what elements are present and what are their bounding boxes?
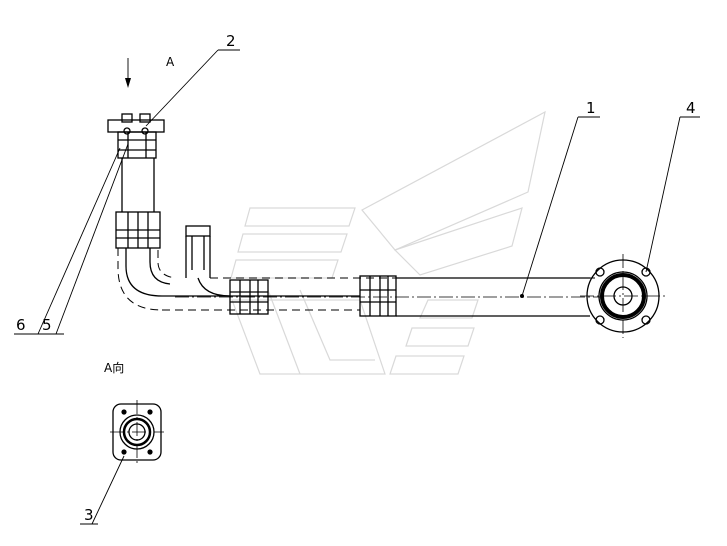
part-label-5: 5 — [42, 316, 52, 334]
leader-lines — [14, 49, 700, 525]
vertical-pipe — [121, 158, 155, 212]
hose-clamp-right — [359, 275, 397, 317]
pipe-elbow — [117, 248, 177, 311]
main-pipe — [162, 277, 600, 317]
part-label-1: 1 — [586, 99, 596, 117]
part-label-4: 4 — [686, 99, 696, 117]
upper-flange — [107, 113, 165, 135]
view-arrow-a — [125, 58, 131, 88]
view-a-flange — [110, 400, 164, 464]
part-label-3: 3 — [84, 506, 94, 524]
middle-clamp — [115, 211, 161, 249]
end-flange — [580, 254, 666, 338]
watermark-logo — [230, 110, 546, 375]
view-a-title: A向 — [104, 360, 124, 375]
part-label-6: 6 — [16, 316, 26, 334]
riser-pipe — [185, 225, 231, 297]
view-marker-label: A — [166, 55, 175, 69]
upper-clamp — [117, 131, 157, 159]
hose-clamp-left — [229, 279, 269, 315]
part-label-2: 2 — [226, 32, 236, 50]
